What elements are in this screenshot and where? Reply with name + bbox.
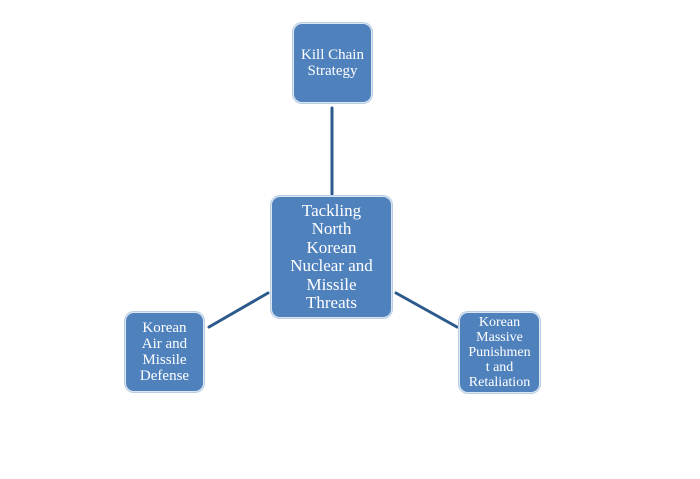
node-kill-chain-strategy-label: Kill Chain Strategy bbox=[301, 47, 364, 79]
connector-center-to-massive-punishment bbox=[394, 291, 459, 329]
connector-center-to-air-missile-defense bbox=[207, 291, 270, 329]
node-korean-air-missile-defense-label: Korean Air and Missile Defense bbox=[139, 320, 190, 384]
node-tackling-north-korean-threats: Tackling North Korean Nuclear and Missil… bbox=[271, 196, 392, 318]
node-korean-air-missile-defense: Korean Air and Missile Defense bbox=[125, 312, 204, 392]
node-kill-chain-strategy: Kill Chain Strategy bbox=[293, 23, 372, 103]
node-korean-massive-punishment-retaliation: Korean Massive Punishmen t and Retaliati… bbox=[459, 312, 540, 393]
node-korean-massive-punishment-retaliation-label: Korean Massive Punishmen t and Retaliati… bbox=[468, 315, 531, 390]
node-tackling-north-korean-threats-label: Tackling North Korean Nuclear and Missil… bbox=[290, 200, 373, 312]
